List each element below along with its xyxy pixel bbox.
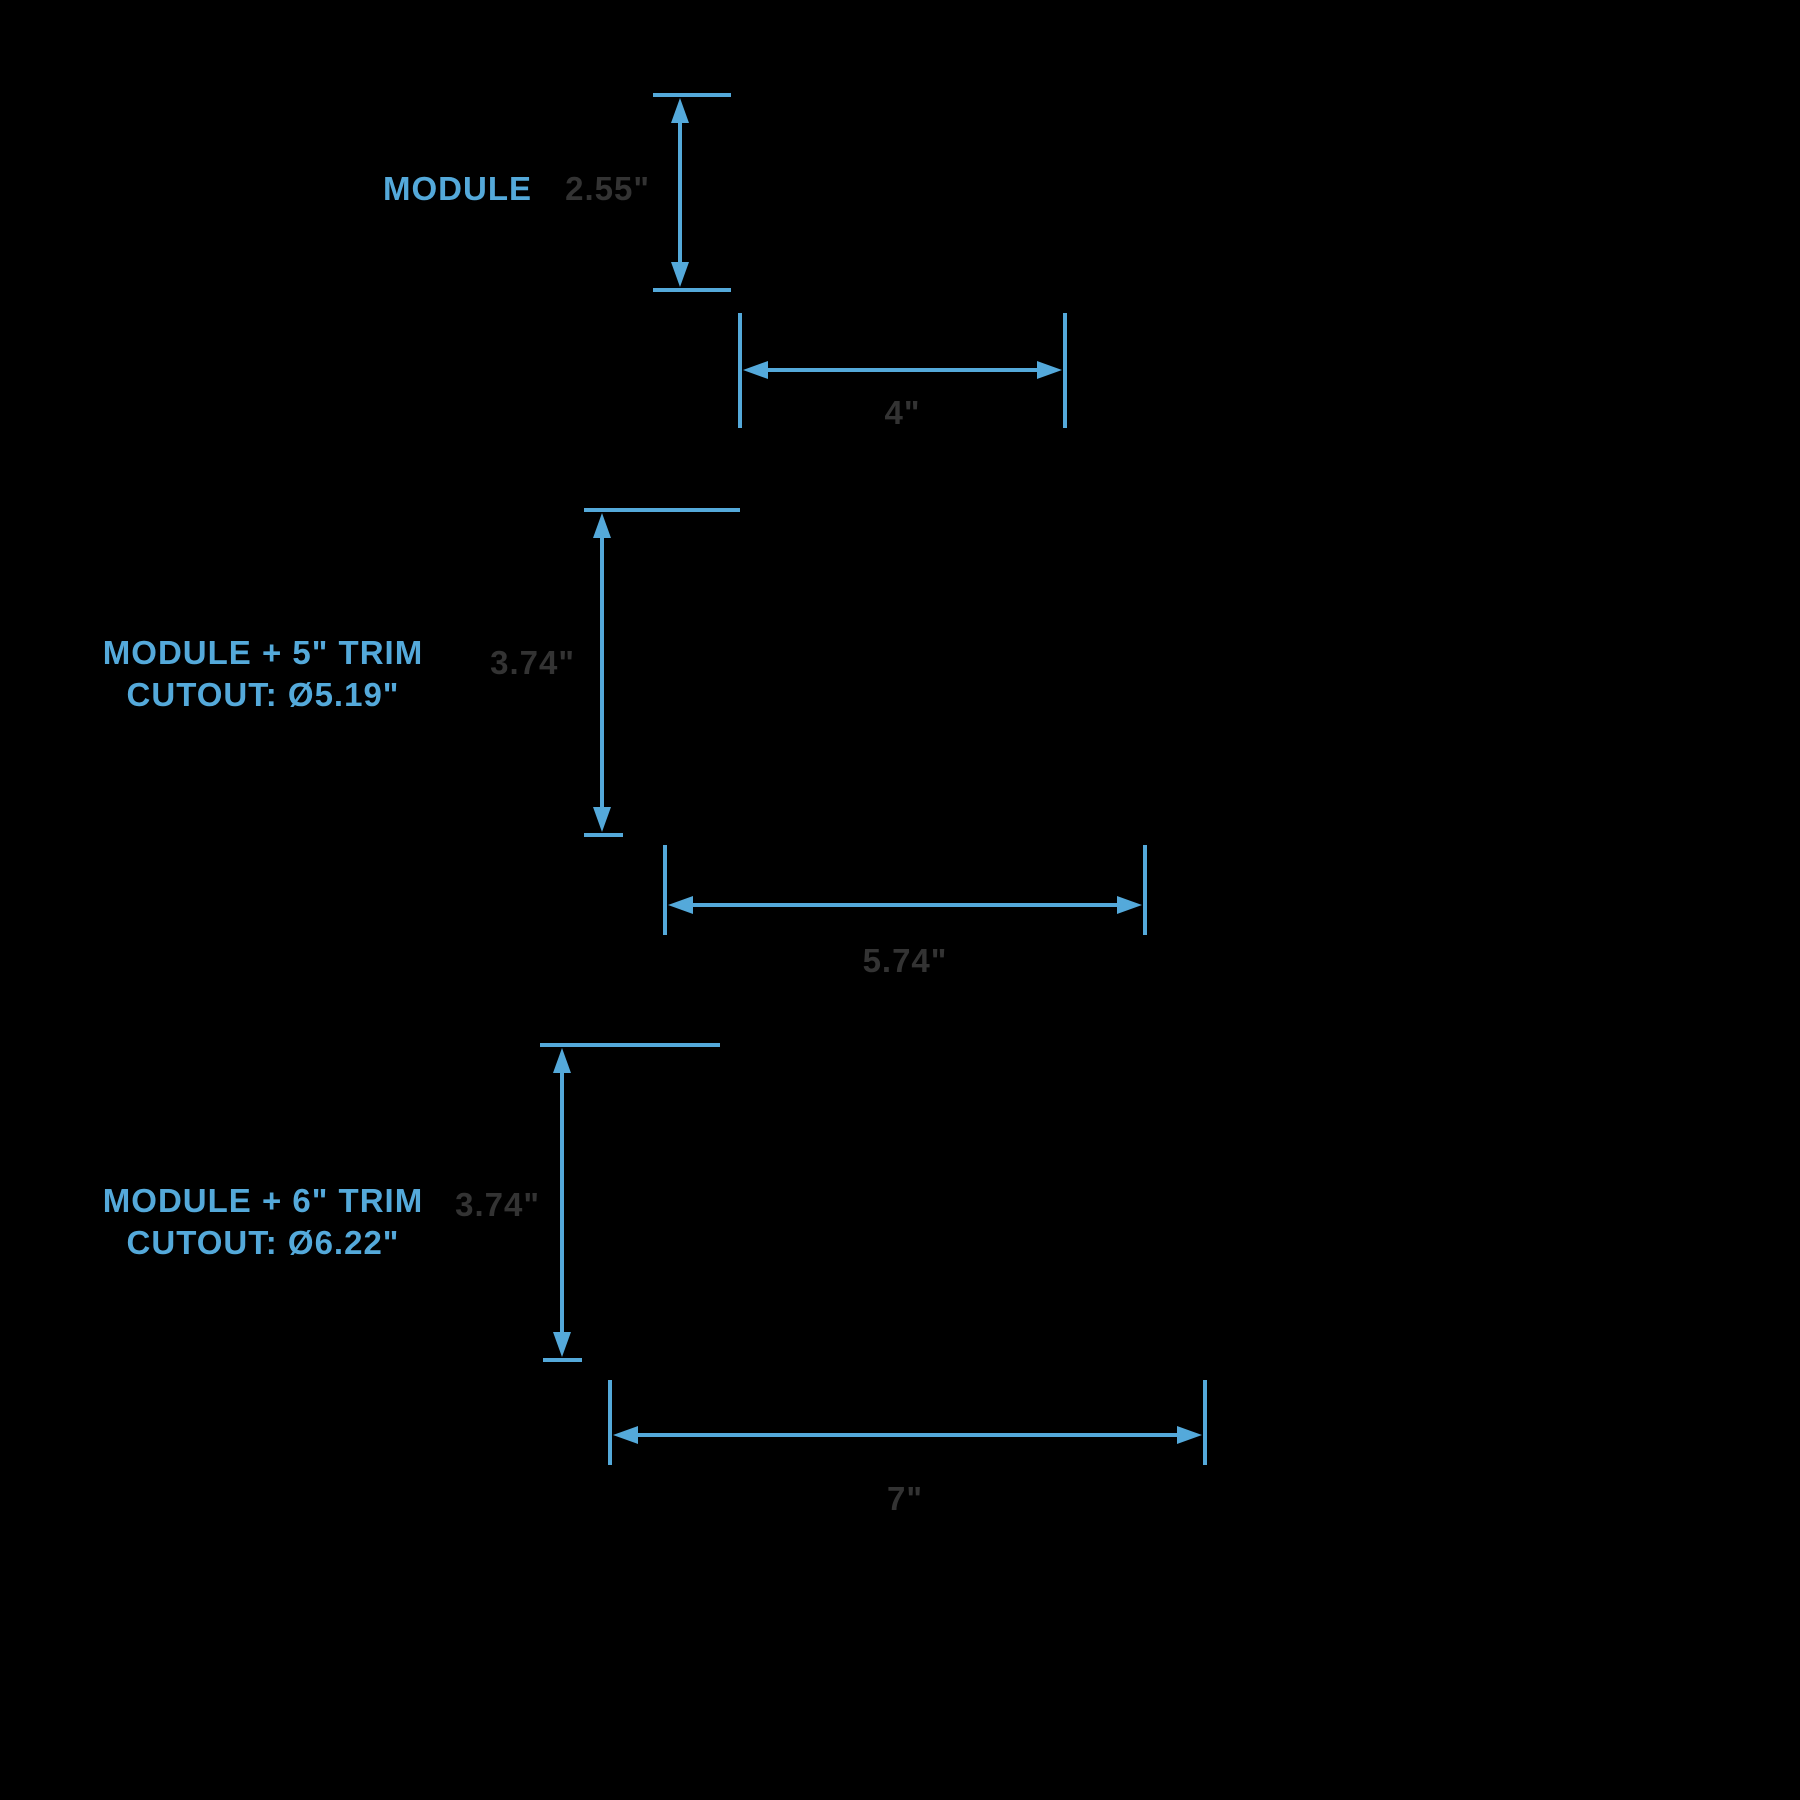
trim6-label: MODULE + 6" TRIM CUTOUT: Ø6.22"	[88, 1180, 438, 1264]
trim5-label-line1: MODULE + 5" TRIM	[102, 634, 424, 671]
trim5-width-dimension	[663, 845, 1147, 935]
module-height-dimension	[653, 93, 731, 292]
module-width-value: 4"	[884, 394, 921, 431]
arrowhead-left	[668, 896, 693, 914]
arrowhead-down	[593, 807, 611, 832]
arrowhead-left	[743, 361, 768, 379]
trim5-label: MODULE + 5" TRIM CUTOUT: Ø5.19"	[88, 632, 438, 716]
module-width-dimension	[738, 313, 1067, 428]
arrowhead-up	[671, 98, 689, 123]
arrowhead-down	[553, 1332, 571, 1357]
trim6-height-value: 3.74"	[455, 1186, 540, 1223]
arrowhead-right	[1117, 896, 1142, 914]
module-label: MODULE	[383, 170, 532, 207]
arrowhead-up	[593, 513, 611, 538]
trim5-label-line2: CUTOUT: Ø5.19"	[126, 676, 400, 714]
module-height-value: 2.55"	[565, 170, 650, 207]
trim6-height-dimension	[540, 1043, 720, 1362]
arrowhead-left	[613, 1426, 638, 1444]
trim5-height-dimension	[584, 508, 740, 837]
trim6-width-value: 7"	[887, 1480, 923, 1517]
trim5-width-value: 5.74"	[862, 942, 948, 979]
arrowhead-up	[553, 1048, 571, 1073]
trim6-label-line1: MODULE + 6" TRIM	[102, 1182, 424, 1219]
trim5-height-value: 3.74"	[490, 644, 575, 681]
arrowhead-down	[671, 262, 689, 287]
trim6-width-dimension	[608, 1380, 1207, 1465]
arrowhead-right	[1177, 1426, 1202, 1444]
arrowhead-right	[1037, 361, 1062, 379]
trim6-label-line2: CUTOUT: Ø6.22"	[126, 1224, 400, 1262]
